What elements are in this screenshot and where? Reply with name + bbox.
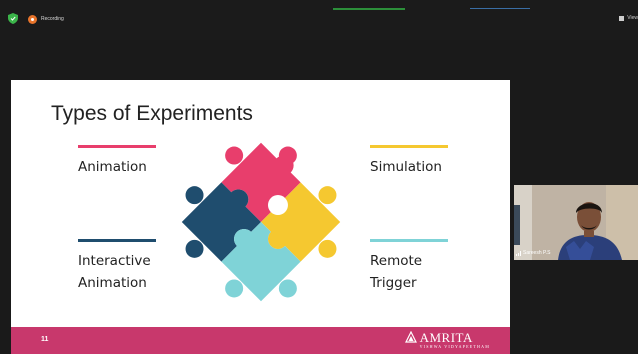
share-indicator-bar: [470, 8, 530, 9]
recording-label: Recording: [41, 16, 64, 22]
interactive-animation-accent-line: [78, 239, 156, 242]
simulation-accent-line: [370, 145, 448, 148]
logo-subtitle: VISHWA VIDYAPEETHAM: [419, 344, 490, 349]
remote-trigger-accent-line: [370, 239, 448, 242]
grid-icon: [619, 15, 625, 21]
slide-title: Types of Experiments: [51, 102, 253, 125]
participant-video-tile[interactable]: Sareesh P.S: [514, 185, 638, 260]
animation-accent-line: [78, 145, 156, 148]
logo-name: AMRITA: [419, 330, 473, 345]
item-animation: Animation: [78, 159, 147, 175]
shared-slide: Types of Experiments Animation Simulatio…: [11, 80, 510, 354]
item-interactive-animation-label: Interactive Animation: [78, 253, 151, 291]
record-icon: [28, 14, 37, 24]
amrita-logo: AMRITA VISHWA VIDYAPEETHAM: [404, 330, 490, 350]
recording-indicator[interactable]: Recording: [28, 13, 64, 25]
signal-strength-icon: [516, 250, 521, 256]
puzzle-graphic: [181, 142, 341, 302]
security-shield-icon[interactable]: [8, 13, 18, 24]
view-label: View: [627, 15, 638, 21]
page-number: 11: [41, 336, 49, 343]
participant-name-tag: Sareesh P.S: [516, 250, 550, 256]
participant-video: [514, 185, 638, 260]
meeting-top-bar: Recording View: [0, 0, 638, 40]
view-button[interactable]: View: [619, 15, 638, 21]
participant-name: Sareesh P.S: [523, 250, 551, 256]
item-simulation: Simulation: [370, 159, 442, 175]
puzzle-piece-teal: [221, 222, 301, 302]
slide-footer: 11 AMRITA VISHWA VIDYAPEETHAM: [11, 327, 510, 354]
item-interactive-animation: Interactive Animation: [78, 250, 151, 294]
item-remote-trigger: Remote Trigger: [370, 250, 422, 294]
amrita-emblem-icon: [404, 331, 417, 343]
speaker-indicator-bar: [333, 8, 405, 10]
item-remote-trigger-label: Remote Trigger: [370, 253, 423, 291]
